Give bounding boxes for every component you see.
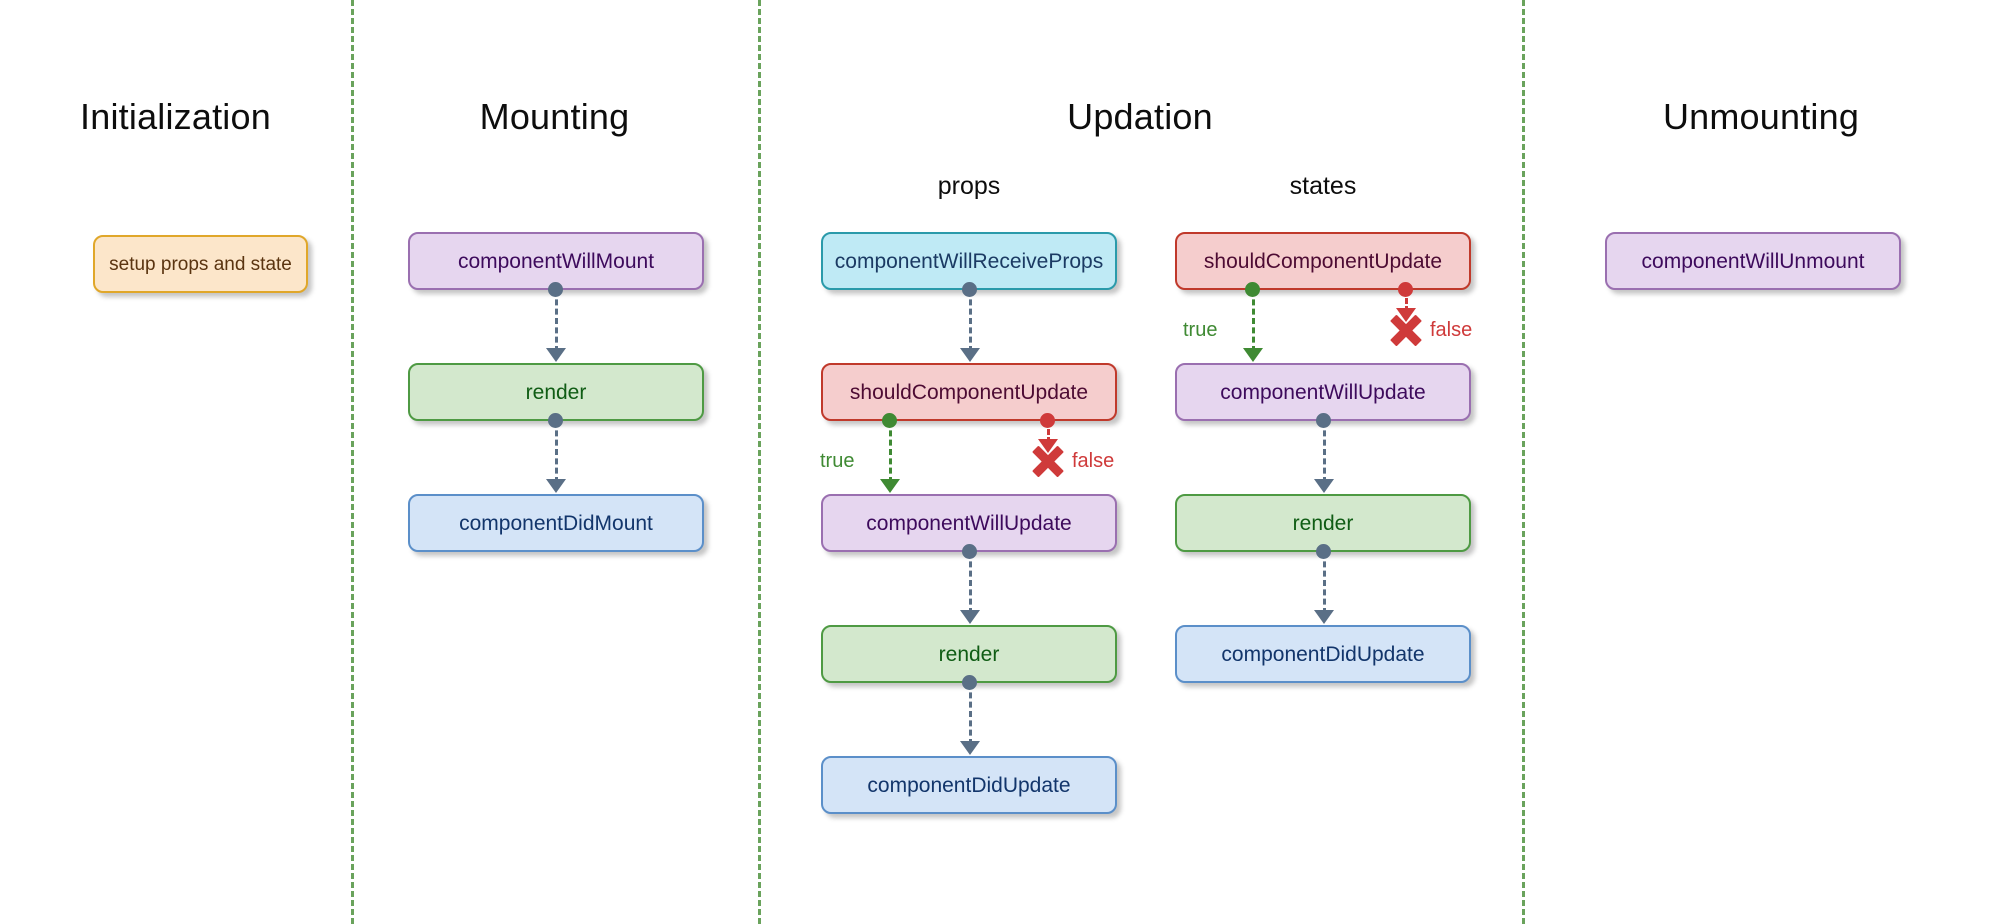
connector-dot-states-1 [1316, 413, 1331, 428]
connector-arrow-states-1 [1314, 479, 1334, 493]
section-divider-1 [351, 0, 354, 924]
branch-arrow-props-true [880, 479, 900, 493]
connector-dot-mounting-1 [548, 282, 563, 297]
branch-dot-props-true [882, 413, 897, 428]
node-states-component-did-update[interactable]: componentDidUpdate [1175, 625, 1471, 683]
connector-line-props-2 [969, 552, 972, 614]
terminator-x-icon-props [1031, 444, 1065, 478]
branch-dot-props-false [1040, 413, 1055, 428]
node-states-component-will-update[interactable]: componentWillUpdate [1175, 363, 1471, 421]
branch-line-states-true [1252, 290, 1255, 352]
node-mounting-component-will-mount[interactable]: componentWillMount [408, 232, 704, 290]
node-setup-props-and-state[interactable]: setup props and state [93, 235, 308, 293]
node-component-will-unmount[interactable]: componentWillUnmount [1605, 232, 1901, 290]
terminator-x-icon-states [1389, 313, 1423, 347]
connector-line-props-1 [969, 290, 972, 352]
section-divider-2 [758, 0, 761, 924]
node-mounting-component-did-mount[interactable]: componentDidMount [408, 494, 704, 552]
branch-line-states-false [1405, 290, 1408, 312]
node-props-render[interactable]: render [821, 625, 1117, 683]
node-props-component-will-receive-props[interactable]: componentWillReceiveProps [821, 232, 1117, 290]
node-states-should-component-update[interactable]: shouldComponentUpdate [1175, 232, 1471, 290]
connector-dot-props-2 [962, 544, 977, 559]
connector-arrow-mounting-1 [546, 348, 566, 362]
node-mounting-render[interactable]: render [408, 363, 704, 421]
connector-dot-props-1 [962, 282, 977, 297]
connector-dot-props-3 [962, 675, 977, 690]
branch-label-props-false: false [1072, 450, 1115, 472]
connector-arrow-states-2 [1314, 610, 1334, 624]
section-divider-3 [1522, 0, 1525, 924]
connector-line-props-3 [969, 683, 972, 745]
subsection-title-states: states [1289, 172, 1357, 200]
node-props-component-will-update[interactable]: componentWillUpdate [821, 494, 1117, 552]
section-title-mounting: Mounting [479, 96, 630, 137]
section-title-initialization: Initialization [80, 96, 271, 137]
section-title-unmounting: Unmounting [1662, 96, 1860, 137]
connector-arrow-props-3 [960, 741, 980, 755]
branch-label-states-false: false [1430, 319, 1473, 341]
branch-label-states-true: true [1183, 319, 1218, 341]
branch-label-props-true: true [820, 450, 855, 472]
branch-line-props-false [1047, 421, 1050, 443]
branch-dot-states-false [1398, 282, 1413, 297]
connector-line-states-1 [1323, 421, 1326, 483]
connector-dot-states-2 [1316, 544, 1331, 559]
subsection-title-props: props [937, 172, 1001, 200]
connector-dot-mounting-2 [548, 413, 563, 428]
node-props-should-component-update[interactable]: shouldComponentUpdate [821, 363, 1117, 421]
connector-line-mounting-1 [555, 290, 558, 352]
section-title-updation: Updation [1067, 96, 1213, 137]
connector-line-mounting-2 [555, 421, 558, 483]
connector-arrow-props-2 [960, 610, 980, 624]
branch-dot-states-true [1245, 282, 1260, 297]
branch-line-props-true [889, 421, 892, 483]
connector-arrow-mounting-2 [546, 479, 566, 493]
node-props-component-did-update[interactable]: componentDidUpdate [821, 756, 1117, 814]
connector-arrow-props-1 [960, 348, 980, 362]
connector-line-states-2 [1323, 552, 1326, 614]
branch-arrow-states-true [1243, 348, 1263, 362]
